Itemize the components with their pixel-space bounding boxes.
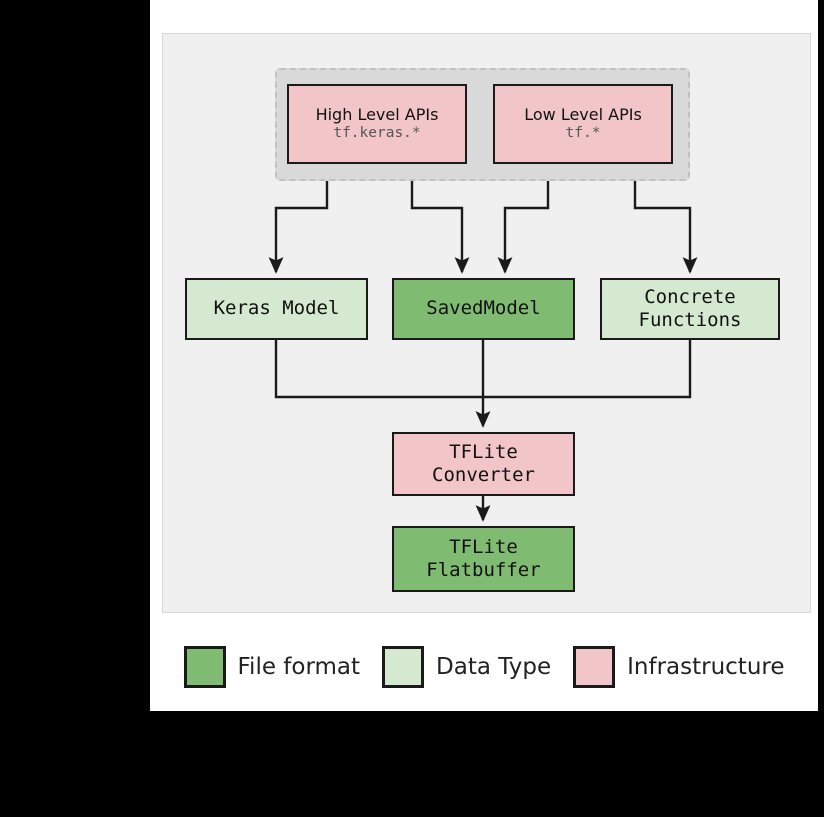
node-savedmodel[interactable]: SavedModel: [392, 278, 575, 340]
node-savedmodel-label: SavedModel: [426, 297, 541, 320]
node-tflite-flatbuffer-label-line1: TFLite: [449, 535, 518, 558]
legend-item-file-format: File format: [183, 646, 361, 688]
legend-item-infrastructure: Infrastructure: [573, 646, 785, 688]
legend-swatch-data-type: [382, 646, 425, 688]
legend-label-infrastructure: Infrastructure: [627, 654, 785, 680]
node-high-level-apis-subtitle: tf.keras.*: [333, 124, 421, 141]
node-tflite-flatbuffer[interactable]: TFLite Flatbuffer: [392, 526, 575, 592]
legend-label-file-format: File format: [237, 654, 361, 680]
diagram-page: High Level APIs tf.keras.* Low Level API…: [150, 0, 818, 711]
node-tflite-converter-label-line1: TFLite: [449, 440, 518, 463]
legend-swatch-infrastructure: [573, 646, 616, 688]
legend-label-data-type: Data Type: [436, 654, 552, 680]
node-concrete-functions-label-line2: Functions: [638, 309, 742, 331]
node-keras-model[interactable]: Keras Model: [185, 278, 368, 340]
node-tflite-flatbuffer-label-line2: Flatbuffer: [426, 559, 541, 581]
node-high-level-apis[interactable]: High Level APIs tf.keras.*: [287, 84, 467, 164]
node-low-level-apis-subtitle: tf.*: [565, 124, 601, 141]
node-low-level-apis[interactable]: Low Level APIs tf.*: [493, 84, 673, 164]
node-keras-model-label: Keras Model: [213, 297, 340, 320]
node-tflite-converter-label-line2: Converter: [432, 464, 535, 486]
legend-swatch-file-format: [183, 646, 226, 688]
node-concrete-functions[interactable]: Concrete Functions: [600, 278, 780, 340]
legend-item-data-type: Data Type: [382, 646, 551, 688]
node-concrete-functions-label-line1: Concrete: [644, 285, 736, 308]
node-low-level-apis-title: Low Level APIs: [524, 105, 642, 125]
node-high-level-apis-title: High Level APIs: [315, 105, 439, 125]
legend: File format Data Type Infrastructure: [150, 633, 818, 701]
node-tflite-converter[interactable]: TFLite Converter: [392, 432, 575, 496]
